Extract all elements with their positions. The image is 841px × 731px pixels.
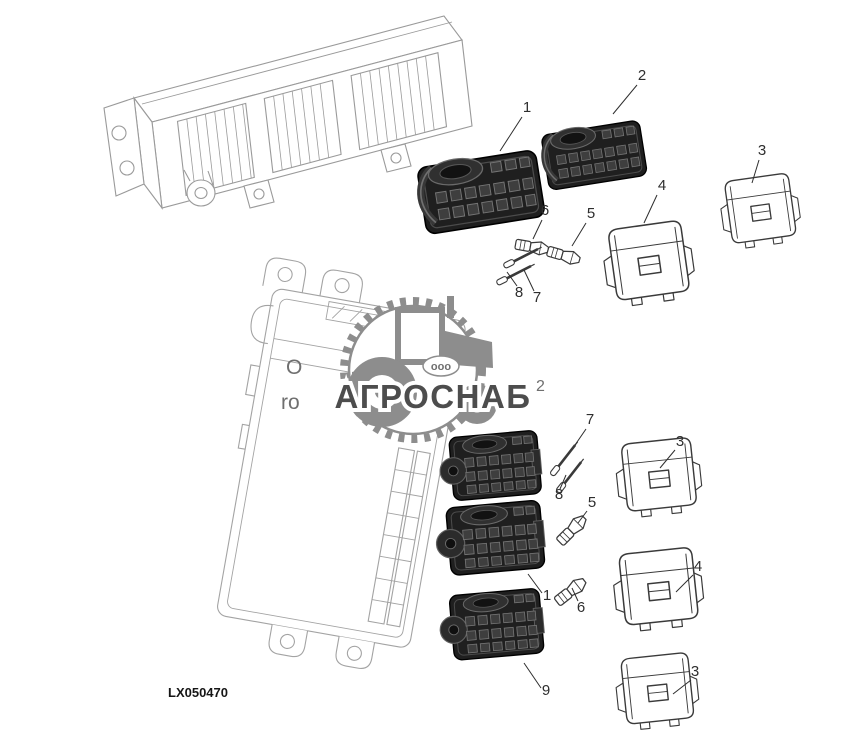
callout-leader-5	[577, 510, 588, 524]
callout-leader-9	[523, 662, 542, 689]
connector-housing-item1	[416, 146, 545, 234]
connector-housing-stack-2-item1	[432, 499, 548, 578]
connector-housing-item2	[540, 117, 647, 190]
callout-leader-5	[571, 222, 587, 247]
connector-cover-item3-mid	[612, 435, 705, 520]
callout-label-8: 8	[555, 486, 563, 503]
callout-label-2: 2	[638, 67, 646, 84]
callout-leader-7	[574, 428, 587, 446]
watermark: ooo АГРОСНАБ АГРОСНАБ	[331, 296, 534, 443]
callout-label-5: 5	[588, 494, 596, 511]
watermark-name-halo: АГРОСНАБ	[335, 378, 532, 415]
callout-label-4: 4	[658, 177, 666, 194]
callout-label-9: 9	[542, 682, 550, 699]
connector-cover-item4-top	[599, 218, 699, 310]
callout-leader-2	[612, 84, 638, 115]
callout-leader-6	[532, 219, 543, 240]
callout-leader-3	[751, 159, 760, 184]
connector-cover-item3-bottom	[612, 650, 702, 731]
callout-leader-4	[643, 194, 658, 224]
connector-cover-item4-bottom	[609, 545, 708, 634]
callout-leader-7	[523, 269, 535, 292]
connector-housing-stack-3-item9	[436, 587, 547, 663]
callout-label-1: 1	[523, 99, 531, 116]
callout-label-1: 1	[543, 587, 551, 604]
callout-leader-6	[571, 587, 579, 602]
watermark-name: АГРОСНАБ	[335, 378, 532, 415]
watermark-gear-teeth	[340, 297, 486, 443]
callout-leader-4	[675, 574, 694, 593]
callout-label-6: 6	[577, 599, 585, 616]
connector-cover-item3-top	[716, 171, 805, 252]
obscured-text-fragment-1: O	[286, 356, 302, 379]
obscured-text-fragment-2: ro	[281, 391, 300, 414]
terminal-item5-top	[545, 244, 582, 267]
callout-leader-1	[499, 116, 523, 152]
callout-label-7: 7	[533, 289, 541, 306]
callout-label-3: 3	[676, 433, 684, 450]
callout-leader-8	[506, 271, 518, 287]
callout-label-3: 3	[758, 142, 766, 159]
callout-leader-3	[672, 679, 692, 695]
callout-leader-1	[527, 573, 543, 594]
connector-housing-stack-1	[436, 429, 545, 503]
callout-label-6: 6	[541, 202, 549, 219]
callout-label-8: 8	[515, 284, 523, 301]
callout-label-3: 3	[691, 663, 699, 680]
ecu-module-top	[103, 15, 473, 210]
callout-label-7: 7	[586, 411, 594, 428]
watermark-ooo-badge	[422, 355, 460, 377]
callout-leader-3	[659, 449, 676, 469]
callout-leader-8	[559, 474, 567, 490]
obscured-text-fragment-3: 2	[536, 378, 545, 395]
obscured-text: O ro 2	[281, 356, 545, 414]
watermark-tractor-icon	[347, 296, 497, 427]
terminal-item5-bottom	[554, 512, 590, 548]
parts-layer	[416, 117, 805, 731]
callout-label-4: 4	[694, 558, 702, 575]
drawing-code-label: LX050470	[168, 685, 228, 700]
watermark-org-prefix: ooo	[431, 361, 451, 373]
callout-label-5: 5	[587, 205, 595, 222]
